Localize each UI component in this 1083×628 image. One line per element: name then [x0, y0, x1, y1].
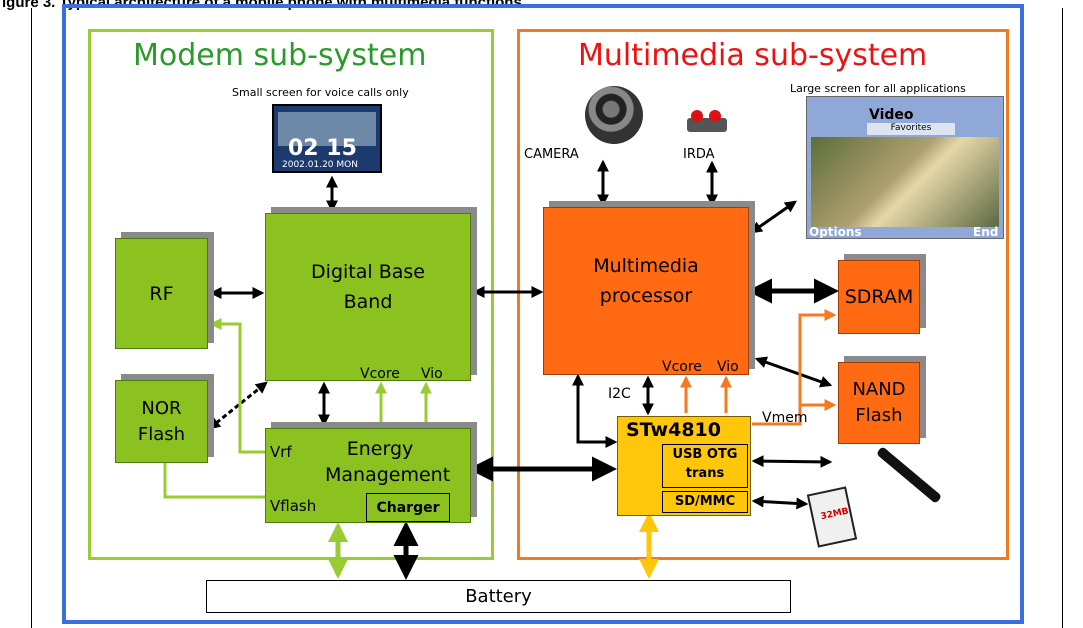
- sdram-block: SDRAM: [838, 260, 920, 334]
- vflash-label: Vflash: [270, 497, 317, 515]
- stw4810-block: STw4810 USB OTG trans SD/MMC: [617, 416, 751, 516]
- vrf-label: Vrf: [270, 443, 292, 461]
- sd-card-label: 32MB: [819, 506, 850, 523]
- camera-icon: [585, 86, 643, 144]
- charger-block: Charger: [366, 493, 450, 522]
- multimedia-processor-label: Multimedia processor: [593, 255, 699, 307]
- mm-vio-label: Vio: [717, 359, 739, 375]
- camera-label: CAMERA: [524, 147, 579, 162]
- large-screen-image: Video Favorites Options End: [806, 96, 1004, 239]
- vmem-label: Vmem: [762, 410, 808, 426]
- digital-baseband-label: Digital Base Band: [311, 261, 425, 313]
- energy-management-label: Energy Management: [325, 438, 451, 486]
- large-screen-note: Large screen for all applications: [790, 82, 966, 95]
- small-screen-image: 02 15 2002.01.20 MON: [272, 104, 382, 173]
- nor-flash-block: NOR Flash: [115, 380, 208, 463]
- page-border-right: [1062, 8, 1063, 628]
- dbb-vio-label: Vio: [421, 366, 443, 382]
- video-end: End: [973, 225, 999, 239]
- small-screen-date: 2002.01.20 MON: [282, 160, 358, 170]
- stw4810-label: STw4810: [626, 419, 721, 441]
- modem-title: Modem sub-system: [133, 38, 427, 73]
- page-border-left: [31, 8, 32, 628]
- irda-icon: [687, 110, 727, 132]
- irda-label: IRDA: [683, 147, 715, 162]
- i2c-label: I2C: [608, 386, 631, 402]
- small-screen-note: Small screen for voice calls only: [232, 86, 409, 99]
- digital-baseband-block: Digital Base Band: [265, 213, 471, 381]
- rf-block: RF: [115, 238, 208, 349]
- sd-mmc-block: SD/MMC: [662, 491, 748, 513]
- nand-flash-block: NAND Flash: [838, 362, 920, 444]
- battery-block: Battery: [206, 580, 791, 613]
- nor-flash-label: NOR Flash: [137, 397, 186, 445]
- small-screen-time: 02 15: [288, 136, 357, 161]
- multimedia-processor-block: Multimedia processor: [543, 207, 749, 375]
- dbb-vcore-label: Vcore: [360, 366, 400, 382]
- nand-flash-label: NAND Flash: [852, 379, 906, 426]
- usb-otg-block: USB OTG trans: [662, 444, 748, 488]
- video-title: Video: [869, 107, 914, 123]
- video-frame: [811, 137, 999, 227]
- video-tab: Favorites: [867, 123, 955, 135]
- mm-vcore-label: Vcore: [662, 359, 702, 375]
- multimedia-title: Multimedia sub-system: [578, 38, 928, 73]
- video-options: Options: [809, 225, 862, 239]
- system-frame: [62, 4, 1024, 624]
